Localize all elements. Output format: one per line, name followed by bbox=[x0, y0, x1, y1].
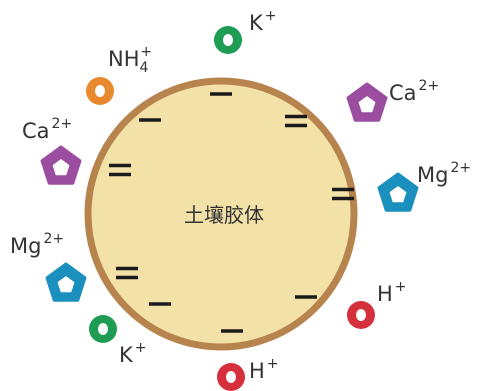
cation-subscript: 4 bbox=[140, 60, 149, 76]
negative-charge: − bbox=[332, 187, 354, 201]
cation-circle-hole bbox=[356, 309, 366, 321]
cation-label: K+ bbox=[249, 8, 277, 35]
cation-circle-hole bbox=[223, 34, 233, 46]
cation-nh4: NH4+ bbox=[86, 44, 152, 105]
negative-charges: −−−−−−−−− bbox=[109, 92, 354, 333]
cation-pentagon-hole bbox=[389, 186, 407, 203]
cation-k-bottom: K+ bbox=[89, 315, 147, 367]
cation-charge: 2+ bbox=[43, 231, 64, 247]
cation-k-top: K+ bbox=[214, 8, 277, 54]
cation-pentagon-hole bbox=[57, 276, 75, 293]
cation-charge: + bbox=[135, 340, 147, 356]
cation-circle-hole bbox=[98, 323, 108, 335]
cation-symbol: Mg bbox=[417, 163, 448, 187]
cation-symbol: NH bbox=[108, 47, 140, 71]
negative-charge: − bbox=[116, 266, 138, 280]
cation-label: H+ bbox=[249, 356, 279, 383]
soil-colloid-label: 土壤胶体 bbox=[184, 203, 264, 227]
cation-charge: + bbox=[395, 279, 407, 295]
cation-charge: + bbox=[267, 356, 279, 372]
cation-h-right: H+ bbox=[347, 279, 407, 329]
negative-charge: − bbox=[109, 163, 131, 177]
cation-circle-hole bbox=[226, 371, 236, 383]
cation-h-bottom: H+ bbox=[217, 356, 279, 391]
cation-symbol: H bbox=[377, 282, 393, 306]
negative-charge: − bbox=[285, 114, 307, 128]
cation-label: K+ bbox=[119, 340, 147, 367]
cation-symbol: K bbox=[119, 343, 134, 367]
cation-label: NH4+ bbox=[108, 44, 152, 76]
soil-colloid-particle bbox=[84, 77, 358, 351]
cation-charge: 2+ bbox=[419, 78, 440, 94]
cation-circle-hole bbox=[95, 85, 105, 97]
cation-charge: 2+ bbox=[450, 160, 471, 176]
cation-label: H+ bbox=[377, 279, 407, 306]
cation-pentagon-hole bbox=[52, 159, 70, 176]
cation-symbol: Mg bbox=[10, 234, 41, 258]
cation-symbol: Ca bbox=[22, 119, 50, 143]
cation-symbol: H bbox=[249, 359, 265, 383]
cation-charge: + bbox=[265, 8, 277, 24]
cation-symbol: Ca bbox=[389, 81, 417, 105]
cation-charge: + bbox=[140, 44, 152, 60]
cation-charge: 2+ bbox=[52, 116, 73, 132]
cation-pentagon-hole bbox=[358, 96, 376, 113]
cation-symbol: K bbox=[249, 11, 264, 35]
